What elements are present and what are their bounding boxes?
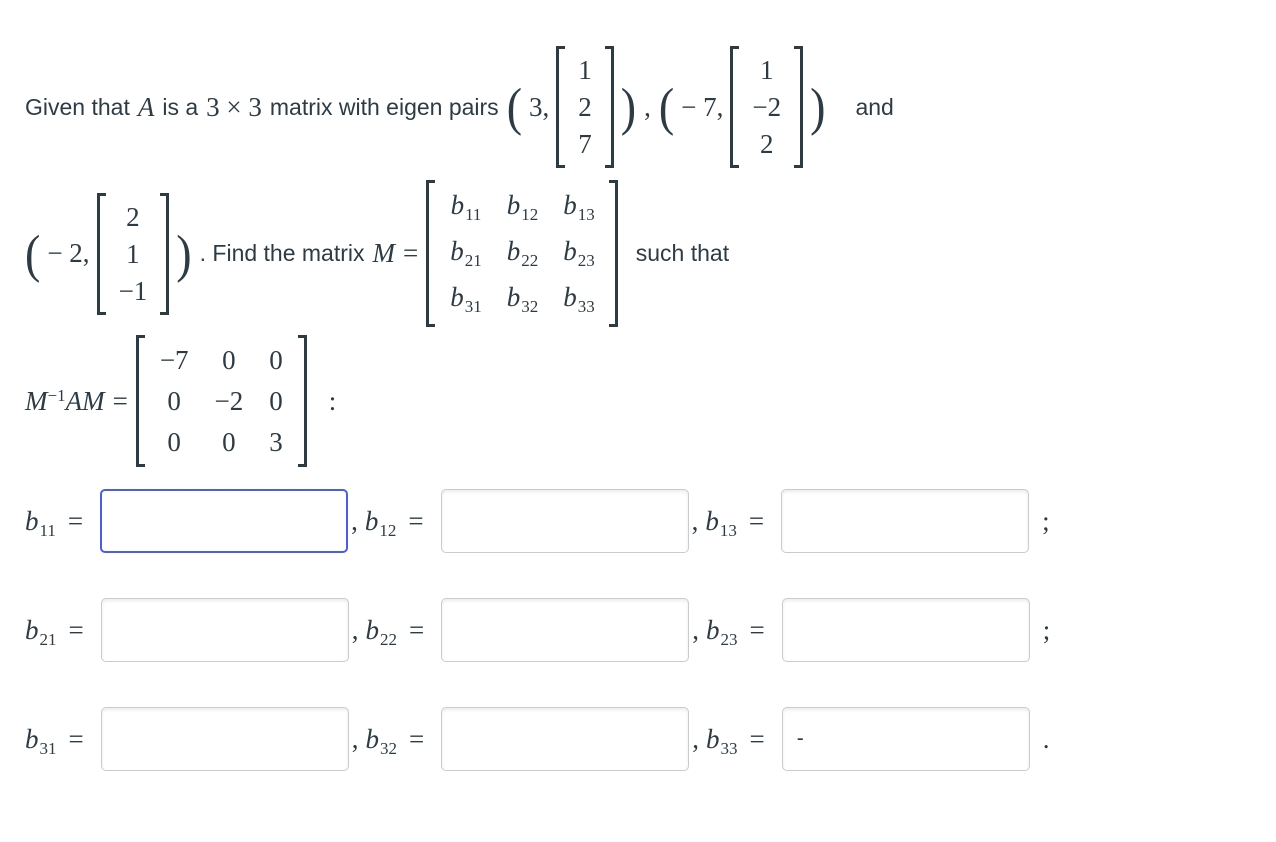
diag-cell-13: 0 (269, 345, 283, 375)
left-bracket (135, 335, 145, 467)
diag-cell-23: 0 (269, 386, 283, 416)
eigenvalue-1: 3, (529, 91, 550, 122)
m-inverse-am-expression: M−1AM (25, 385, 105, 416)
right-bracket (297, 335, 307, 467)
diag-cell-12: 0 (222, 345, 236, 375)
vector-entry: −1 (118, 275, 148, 306)
b33-input[interactable] (781, 707, 1030, 771)
matrix-m-symbol: M (372, 238, 396, 268)
quiz-problem-page: Given that A is a 3 × 3 matrix with eige… (25, 46, 1276, 771)
left-bracket (426, 180, 436, 327)
equals-sign: = (403, 238, 419, 268)
right-bracket (608, 180, 618, 327)
vector-entry: 1 (578, 55, 592, 85)
open-paren: ( (658, 77, 675, 136)
left-bracket (730, 46, 740, 168)
answer-row-3: b31= ,b32= ,b33= . (25, 707, 1276, 771)
eigenpair-1: ( 3, 1 2 7 ) (507, 46, 636, 168)
left-bracket (96, 192, 106, 315)
eigenvalue-2: − 7, (681, 91, 724, 122)
open-paren: ( (506, 77, 523, 136)
statement-line-1: Given that A is a 3 × 3 matrix with eige… (25, 46, 1276, 168)
diag-cell-11: −7 (159, 345, 189, 375)
b-matrix-cell-11: b11 (450, 190, 482, 224)
b-matrix-cell-22: b22 (506, 236, 539, 270)
row-terminator: ; (1042, 614, 1051, 645)
colon-text: : (328, 385, 337, 416)
vector-entry: 1 (760, 55, 774, 85)
vector-entry: 2 (760, 129, 774, 159)
row-terminator: ; (1042, 505, 1050, 536)
eigenvalue-3: − 2, (47, 238, 90, 268)
b31-input[interactable] (100, 707, 349, 771)
right-bracket (160, 192, 170, 315)
b21-input[interactable] (100, 598, 349, 662)
pair-separator: , (644, 91, 651, 122)
b11-input[interactable] (100, 489, 349, 553)
b23-input[interactable] (781, 598, 1030, 662)
diag-cell-21: 0 (167, 386, 181, 416)
eigenvector-3: 2 1 −1 (96, 192, 170, 315)
open-paren: ( (25, 223, 41, 283)
b-matrix: b11 b12 b13 b21 b22 b23 b31 b32 b33 (426, 180, 618, 327)
b-matrix-cell-33: b33 (563, 282, 595, 316)
close-paren: ) (810, 77, 826, 136)
eigenpair-3: ( − 2, 2 1 −1 ) (25, 192, 192, 315)
b-matrix-cell-32: b32 (506, 282, 539, 316)
b-matrix-cell-23: b23 (563, 236, 595, 270)
row-terminator: . (1042, 723, 1050, 754)
diag-cell-33: 3 (269, 427, 283, 457)
eigenvector-2: 1 −2 2 (730, 46, 804, 168)
vector-entry: −2 (752, 92, 782, 122)
diagonal-matrix: −7 0 0 0 −2 0 0 0 3 (135, 335, 307, 467)
b-matrix-cell-13: b13 (563, 190, 595, 224)
b12-input[interactable] (440, 489, 689, 553)
diag-cell-22: −2 (214, 386, 244, 416)
eigen-pairs-text: matrix with eigen pairs (269, 93, 499, 120)
diag-cell-31: 0 (167, 427, 181, 457)
left-bracket (556, 46, 566, 168)
b22-input[interactable] (441, 598, 690, 662)
vector-entry: 2 (578, 92, 592, 122)
b13-input[interactable] (781, 489, 1030, 553)
and-text: and (855, 93, 894, 120)
diag-cell-32: 0 (222, 427, 236, 457)
statement-line-2: ( − 2, 2 1 −1 ) . Find the matrix M = b1… (25, 180, 1276, 327)
vector-entry: 2 (126, 201, 140, 232)
close-paren: ) (176, 223, 192, 283)
vector-entry: 7 (578, 129, 592, 159)
inverse-exponent: −1 (47, 385, 66, 405)
eigenpair-2: ( − 7, 1 −2 2 ) (658, 46, 826, 168)
eigenvector-1: 1 2 7 (556, 46, 614, 168)
given-text: Given that (25, 93, 130, 120)
right-bracket (604, 46, 614, 168)
b32-input[interactable] (441, 707, 690, 771)
matrix-size: 3 × 3 (206, 91, 262, 122)
such-that-text: such that (635, 240, 730, 266)
vector-entry: 1 (126, 238, 140, 269)
b-matrix-cell-21: b21 (450, 236, 482, 270)
b-matrix-cell-12: b12 (506, 190, 539, 224)
matrix-a-symbol: A (137, 91, 155, 122)
equals-sign: = (112, 385, 128, 416)
is-a-text: is a (162, 93, 199, 120)
equation-line: M−1AM = −7 0 0 0 −2 0 0 0 3 : (25, 335, 1276, 467)
close-paren: ) (620, 77, 637, 136)
find-matrix-text: . Find the matrix (199, 240, 365, 266)
b-matrix-cell-31: b31 (450, 282, 482, 316)
right-bracket (794, 46, 804, 168)
